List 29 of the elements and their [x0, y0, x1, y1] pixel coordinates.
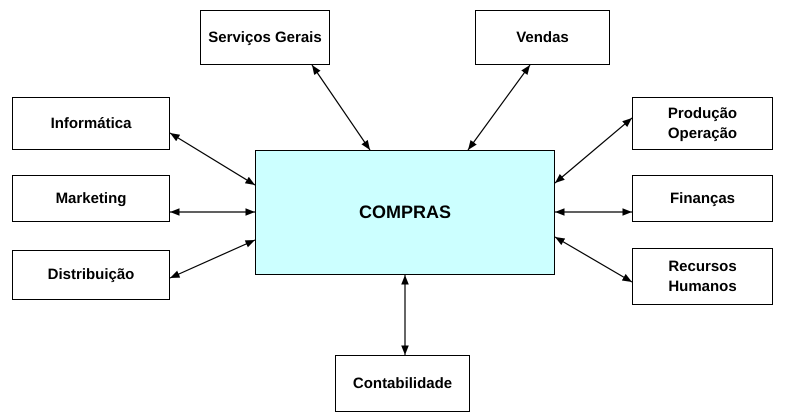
department-label: Vendas [515, 28, 570, 48]
department-label: Serviços Gerais [207, 28, 323, 48]
department-box [632, 97, 773, 150]
department-label: Informática [50, 114, 132, 134]
department-label: Finanças [668, 188, 736, 208]
department-label: Produção Operação [666, 104, 738, 143]
double-arrow [554, 236, 632, 283]
department-label: Marketing [54, 188, 128, 208]
department-label: Distribuição [46, 265, 136, 285]
department-box [632, 175, 773, 222]
department-box [632, 248, 773, 305]
department-box [12, 250, 170, 300]
double-arrow [554, 118, 632, 184]
double-arrow [401, 275, 409, 355]
department-box [200, 10, 330, 65]
double-arrow [468, 64, 530, 150]
double-arrow [312, 64, 370, 150]
double-arrow [170, 208, 255, 216]
department-label: Contabilidade [352, 374, 454, 394]
central-label: COMPRAS [358, 200, 452, 224]
double-arrow [170, 132, 256, 186]
department-box [475, 10, 610, 65]
department-box [335, 355, 470, 412]
central-box [255, 150, 555, 275]
department-label: Recursos Humanos [667, 257, 738, 296]
double-arrow [555, 208, 632, 216]
department-box [12, 97, 170, 150]
department-box [12, 175, 170, 222]
double-arrow [170, 239, 256, 279]
